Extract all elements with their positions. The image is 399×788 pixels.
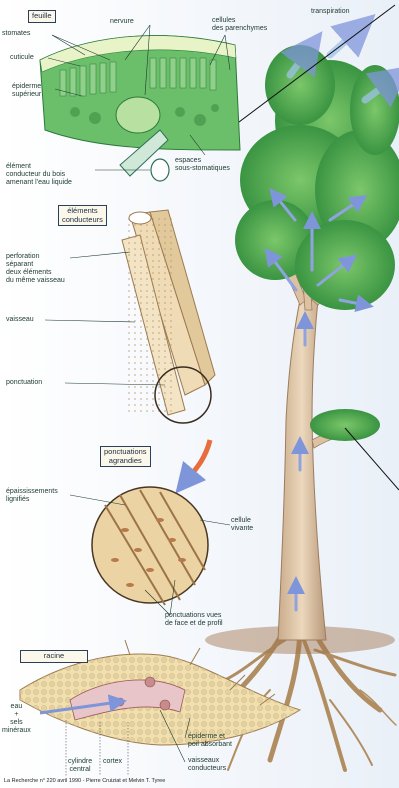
label-nervure: nervure: [110, 18, 134, 26]
label-cylindre-central: cylindre central: [68, 758, 92, 774]
label-cellule-vivante: cellule vivante: [231, 517, 253, 533]
source-credit: La Recherche n° 220 avril 1990 - Pierre …: [4, 778, 165, 784]
label-ponctuation: ponctuation: [6, 379, 42, 387]
label-cuticule: cuticule: [10, 54, 34, 62]
label-box-elements-conducteurs: éléments conducteurs: [58, 205, 107, 226]
label-epiderme-poil: épiderme et poil absorbant: [188, 733, 232, 749]
label-cortex: cortex: [103, 758, 122, 766]
label-epaississements: épaississements lignifiés: [6, 488, 58, 504]
label-vaisseaux-conducteurs: vaisseaux conducteurs: [188, 757, 226, 773]
label-box-ponctuations-agrandies: ponctuations agrandies: [100, 446, 151, 467]
label-ponctuations-vues: ponctuations vues de face et de profil: [165, 612, 223, 628]
label-element-conducteur: élément conducteur du bois amenant l'eau…: [6, 163, 72, 187]
label-epiderme-superieur: épiderme supérieur: [12, 83, 41, 99]
magnified-pits: [92, 487, 208, 605]
vein-bundle: [116, 97, 160, 133]
label-box-feuille: feuille: [28, 10, 56, 23]
label-transpiration: transpiration: [311, 8, 350, 16]
label-cellules-parenchymes: cellules des parenchymes: [212, 17, 267, 33]
label-perforation: perforation séparant deux éléments du mê…: [6, 253, 65, 285]
xylem-vessel-end: [151, 159, 169, 181]
label-stomates: stomates: [2, 30, 30, 38]
label-eau-sels: eau + sels minéraux: [2, 703, 31, 735]
label-box-racine: racine: [20, 650, 88, 663]
label-espaces-sous-stomatiques: espaces sous-stomatiques: [175, 157, 230, 173]
label-vaisseau: vaisseau: [6, 316, 34, 324]
